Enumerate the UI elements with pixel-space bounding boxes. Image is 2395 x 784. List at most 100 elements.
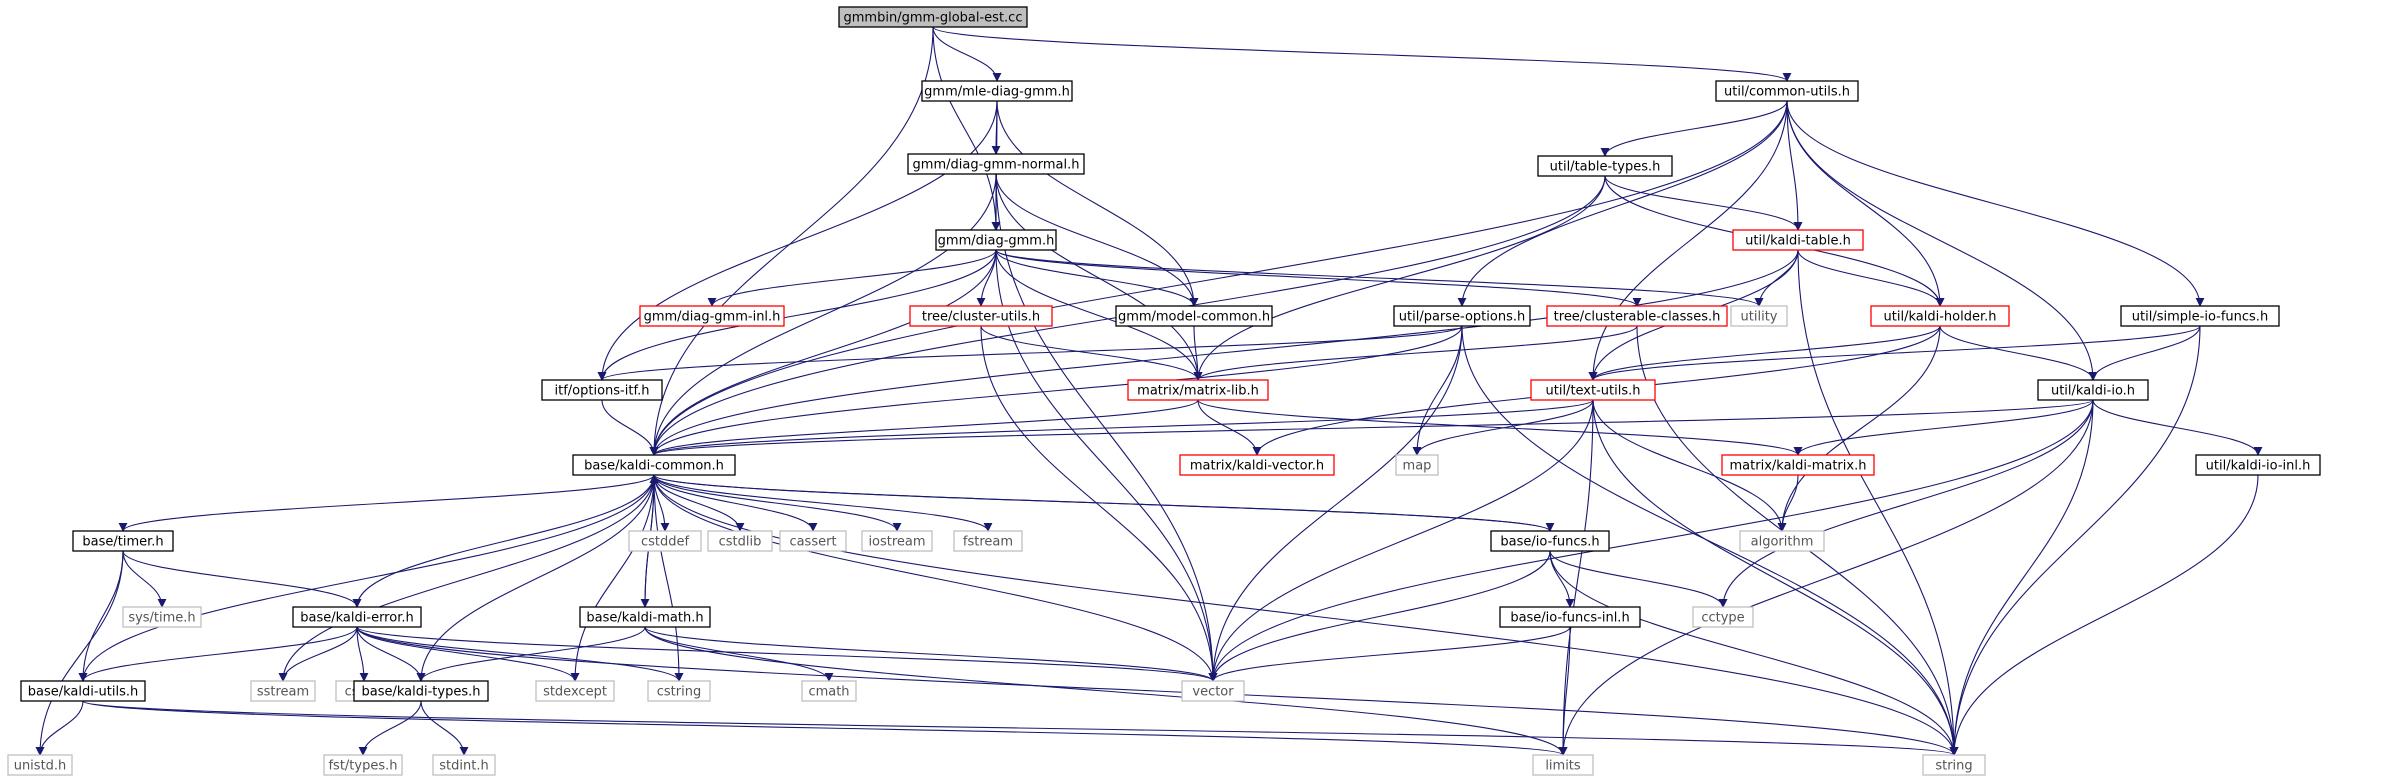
node-box [2195, 454, 2321, 476]
edge-mle-diag-gmm-to-options-itf [597, 100, 998, 381]
node-parse-options[interactable]: util/parse-options.h [1393, 305, 1531, 327]
edge-kaldi-io-inl-to-string [1949, 474, 2259, 756]
node-diag-gmm-normal[interactable]: gmm/diag-gmm-normal.h [907, 153, 1085, 175]
node-box [1490, 530, 1610, 552]
edge-kaldi-table-to-utility [1754, 249, 1799, 307]
node-label: stdexcept [543, 685, 607, 700]
node-clusterable-classes[interactable]: tree/clusterable-classes.h [1546, 305, 1728, 327]
node-box [921, 80, 1073, 102]
node-kaldi-io-inl[interactable]: util/kaldi-io-inl.h [2195, 454, 2321, 476]
node-kaldi-types[interactable]: base/kaldi-types.h [353, 680, 489, 702]
edge-kaldi-error-to-kaldi-utils [78, 626, 358, 682]
node-utility: utility [1730, 305, 1788, 327]
node-gmm-global-est[interactable]: gmmbin/gmm-global-est.cc [838, 6, 1028, 28]
node-io-funcs[interactable]: base/io-funcs.h [1490, 530, 1610, 552]
node-algorithm: algorithm [1739, 530, 1825, 552]
edge-simple-io-funcs-to-text-utils [1588, 325, 2201, 381]
node-options-itf[interactable]: itf/options-itf.h [541, 379, 663, 401]
node-cassert: cassert [779, 530, 847, 552]
edge-options-itf-to-kaldi-common [601, 399, 659, 456]
node-box [707, 530, 773, 552]
node-kaldi-error[interactable]: base/kaldi-error.h [292, 606, 422, 628]
edge-io-funcs-to-io-funcs-inl [1549, 550, 1575, 608]
node-box [1115, 305, 1273, 327]
edge-kaldi-math-to-kaldi-types [416, 626, 646, 682]
edge-kaldi-common-to-vector [653, 474, 1218, 682]
node-timer[interactable]: base/timer.h [72, 530, 174, 552]
edge-kaldi-io-to-string [1949, 399, 2094, 756]
node-common-utils[interactable]: util/common-utils.h [1715, 80, 1859, 102]
edge-simple-io-funcs-to-kaldi-io [2088, 325, 2201, 381]
node-kaldi-holder[interactable]: util/kaldi-holder.h [1870, 305, 2010, 327]
node-box [639, 305, 785, 327]
node-label: algorithm [1751, 535, 1814, 550]
node-simple-io-funcs[interactable]: util/simple-io-funcs.h [2120, 305, 2280, 327]
node-cluster-utils[interactable]: tree/cluster-utils.h [909, 305, 1053, 327]
node-cstdlib: cstdlib [707, 530, 773, 552]
node-box [1499, 606, 1641, 628]
edge-kaldi-math-to-vector [644, 626, 1218, 682]
node-box [779, 530, 847, 552]
edge-kaldi-holder-to-kaldi-io [1939, 325, 2098, 381]
edge-kaldi-utils-to-unistd [35, 700, 84, 756]
edge-diag-gmm-to-clusterable-classes [995, 249, 1642, 307]
node-label: gmm/model-common.h [1118, 310, 1270, 325]
node-kaldi-common[interactable]: base/kaldi-common.h [572, 454, 736, 476]
node-label: map [1403, 459, 1432, 474]
node-box [541, 379, 663, 401]
node-kaldi-io[interactable]: util/kaldi-io.h [2037, 379, 2149, 401]
edge-common-utils-to-kaldi-common [649, 100, 1788, 456]
edge-io-funcs-to-vector [1208, 550, 1551, 682]
edge-kaldi-io-to-kaldi-matrix [1793, 399, 2094, 456]
node-diag-gmm-inl[interactable]: gmm/diag-gmm-inl.h [639, 305, 785, 327]
node-matrix-lib[interactable]: matrix/matrix-lib.h [1127, 379, 1269, 401]
node-kaldi-math[interactable]: base/kaldi-math.h [579, 606, 711, 628]
node-table-types[interactable]: util/table-types.h [1537, 155, 1673, 177]
node-cmath: cmath [801, 680, 857, 702]
edge-kaldi-common-to-timer [118, 474, 655, 532]
edge-diag-gmm-normal-to-vector [995, 173, 1218, 682]
node-label: cassert [789, 535, 836, 550]
node-label: util/common-utils.h [1724, 85, 1850, 100]
node-box [1181, 680, 1245, 702]
edge-parse-options-to-map [1412, 325, 1463, 456]
node-label: base/kaldi-types.h [362, 685, 481, 700]
node-box [1532, 754, 1594, 776]
edge-diag-gmm-to-model-common [995, 249, 1199, 307]
edge-text-utils-to-map [1412, 399, 1594, 456]
node-kaldi-vector[interactable]: matrix/kaldi-vector.h [1179, 454, 1335, 476]
edge-matrix-lib-to-kaldi-vector [1197, 399, 1262, 456]
node-label: cstddef [641, 535, 690, 550]
node-sstream: sstream [250, 680, 316, 702]
edge-kaldi-utils-to-limits [82, 700, 1567, 756]
node-kaldi-matrix[interactable]: matrix/kaldi-matrix.h [1721, 454, 1875, 476]
node-label: cstring [657, 685, 701, 700]
node-kaldi-table[interactable]: util/kaldi-table.h [1732, 229, 1864, 251]
edge-kaldi-common-to-iostream [653, 474, 902, 532]
node-io-funcs-inl[interactable]: base/io-funcs-inl.h [1499, 606, 1641, 628]
node-kaldi-utils[interactable]: base/kaldi-utils.h [20, 680, 146, 702]
edge-kaldi-types-to-fst-types [358, 700, 422, 756]
node-label: utility [1741, 310, 1778, 325]
node-box [1732, 229, 1864, 251]
edge-common-utils-to-table-types [1600, 100, 1788, 157]
node-label: base/kaldi-math.h [586, 611, 703, 626]
edge-diag-gmm-to-diag-gmm-inl [707, 249, 997, 307]
node-label: sstream [257, 685, 309, 700]
node-text-utils[interactable]: util/text-utils.h [1530, 379, 1656, 401]
node-box [7, 754, 73, 776]
node-model-common[interactable]: gmm/model-common.h [1115, 305, 1273, 327]
node-box [250, 680, 316, 702]
edge-io-funcs-to-string [1549, 550, 1959, 756]
edge-gmm-global-est-to-common-utils [932, 26, 1792, 82]
edge-gmm-global-est-to-mle-diag-gmm [932, 26, 1002, 82]
node-diag-gmm[interactable]: gmm/diag-gmm.h [935, 229, 1057, 251]
node-box [1127, 379, 1269, 401]
node-stdint: stdint.h [432, 754, 496, 776]
edge-kaldi-error-to-sstream [278, 626, 358, 682]
node-label: util/table-types.h [1550, 160, 1661, 175]
node-label: matrix/matrix-lib.h [1137, 384, 1259, 399]
node-mle-diag-gmm[interactable]: gmm/mle-diag-gmm.h [921, 80, 1073, 102]
edge-kaldi-io-to-limits [1558, 399, 2094, 756]
